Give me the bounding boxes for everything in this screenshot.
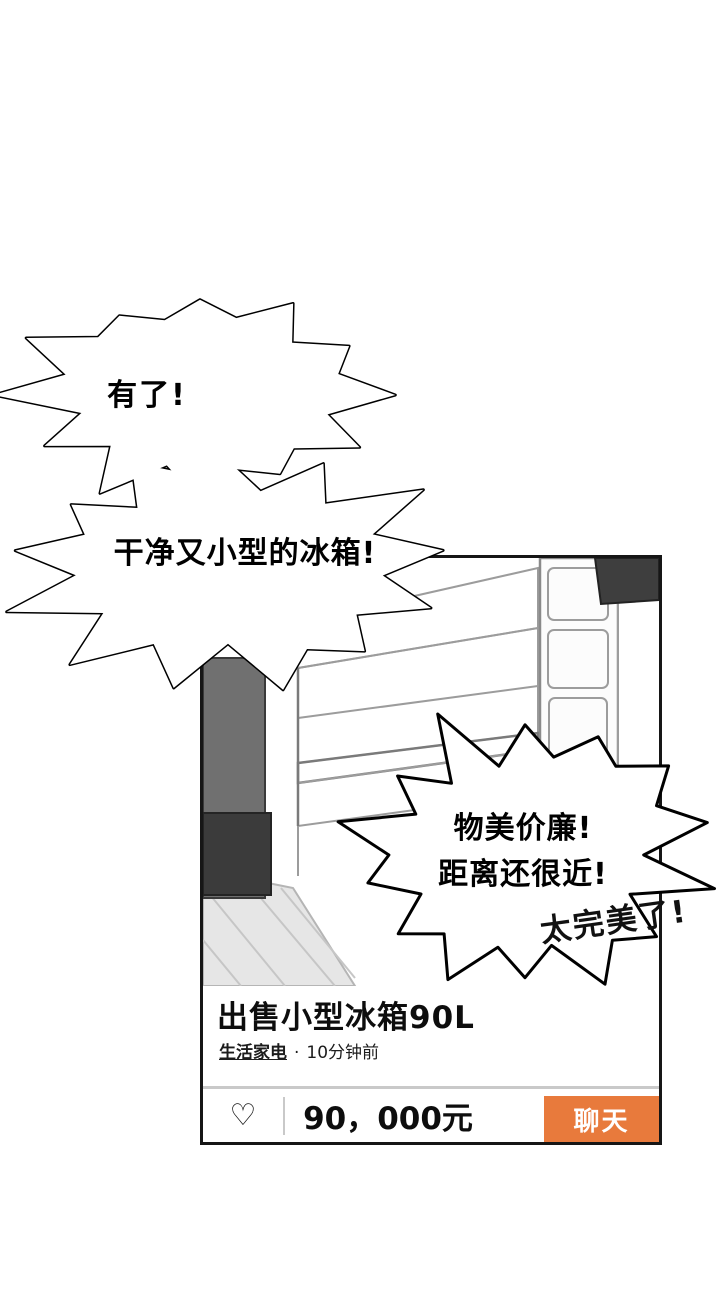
- price-row: ♡ 90，000元: [203, 1089, 659, 1142]
- bubble2-line2: 距离还很近!: [438, 857, 608, 892]
- vertical-divider: [283, 1096, 285, 1135]
- listing-price: 90，000元: [303, 1101, 473, 1137]
- listing-category[interactable]: 生活家电: [219, 1043, 287, 1063]
- bubble2-text: 物美价廉! 距离还很近!: [403, 806, 643, 898]
- bubble1-line2: 干净又小型的冰箱!: [113, 536, 377, 571]
- price-divider: [203, 1086, 659, 1089]
- chat-button[interactable]: 聊天: [544, 1096, 659, 1142]
- listing-time: 10分钟前: [306, 1043, 380, 1063]
- listing-title: 出售小型冰箱90L: [217, 1000, 475, 1036]
- bubble1-line1: 有了!: [107, 378, 187, 413]
- freezer-top: [593, 558, 659, 606]
- listing-meta: 生活家电 · 10分钟前: [219, 1038, 379, 1063]
- bubble2-line1: 物美价廉!: [453, 811, 593, 846]
- favorite-heart-icon[interactable]: ♡: [203, 1100, 283, 1131]
- cabinet: [203, 657, 272, 899]
- meta-dot: ·: [294, 1043, 300, 1063]
